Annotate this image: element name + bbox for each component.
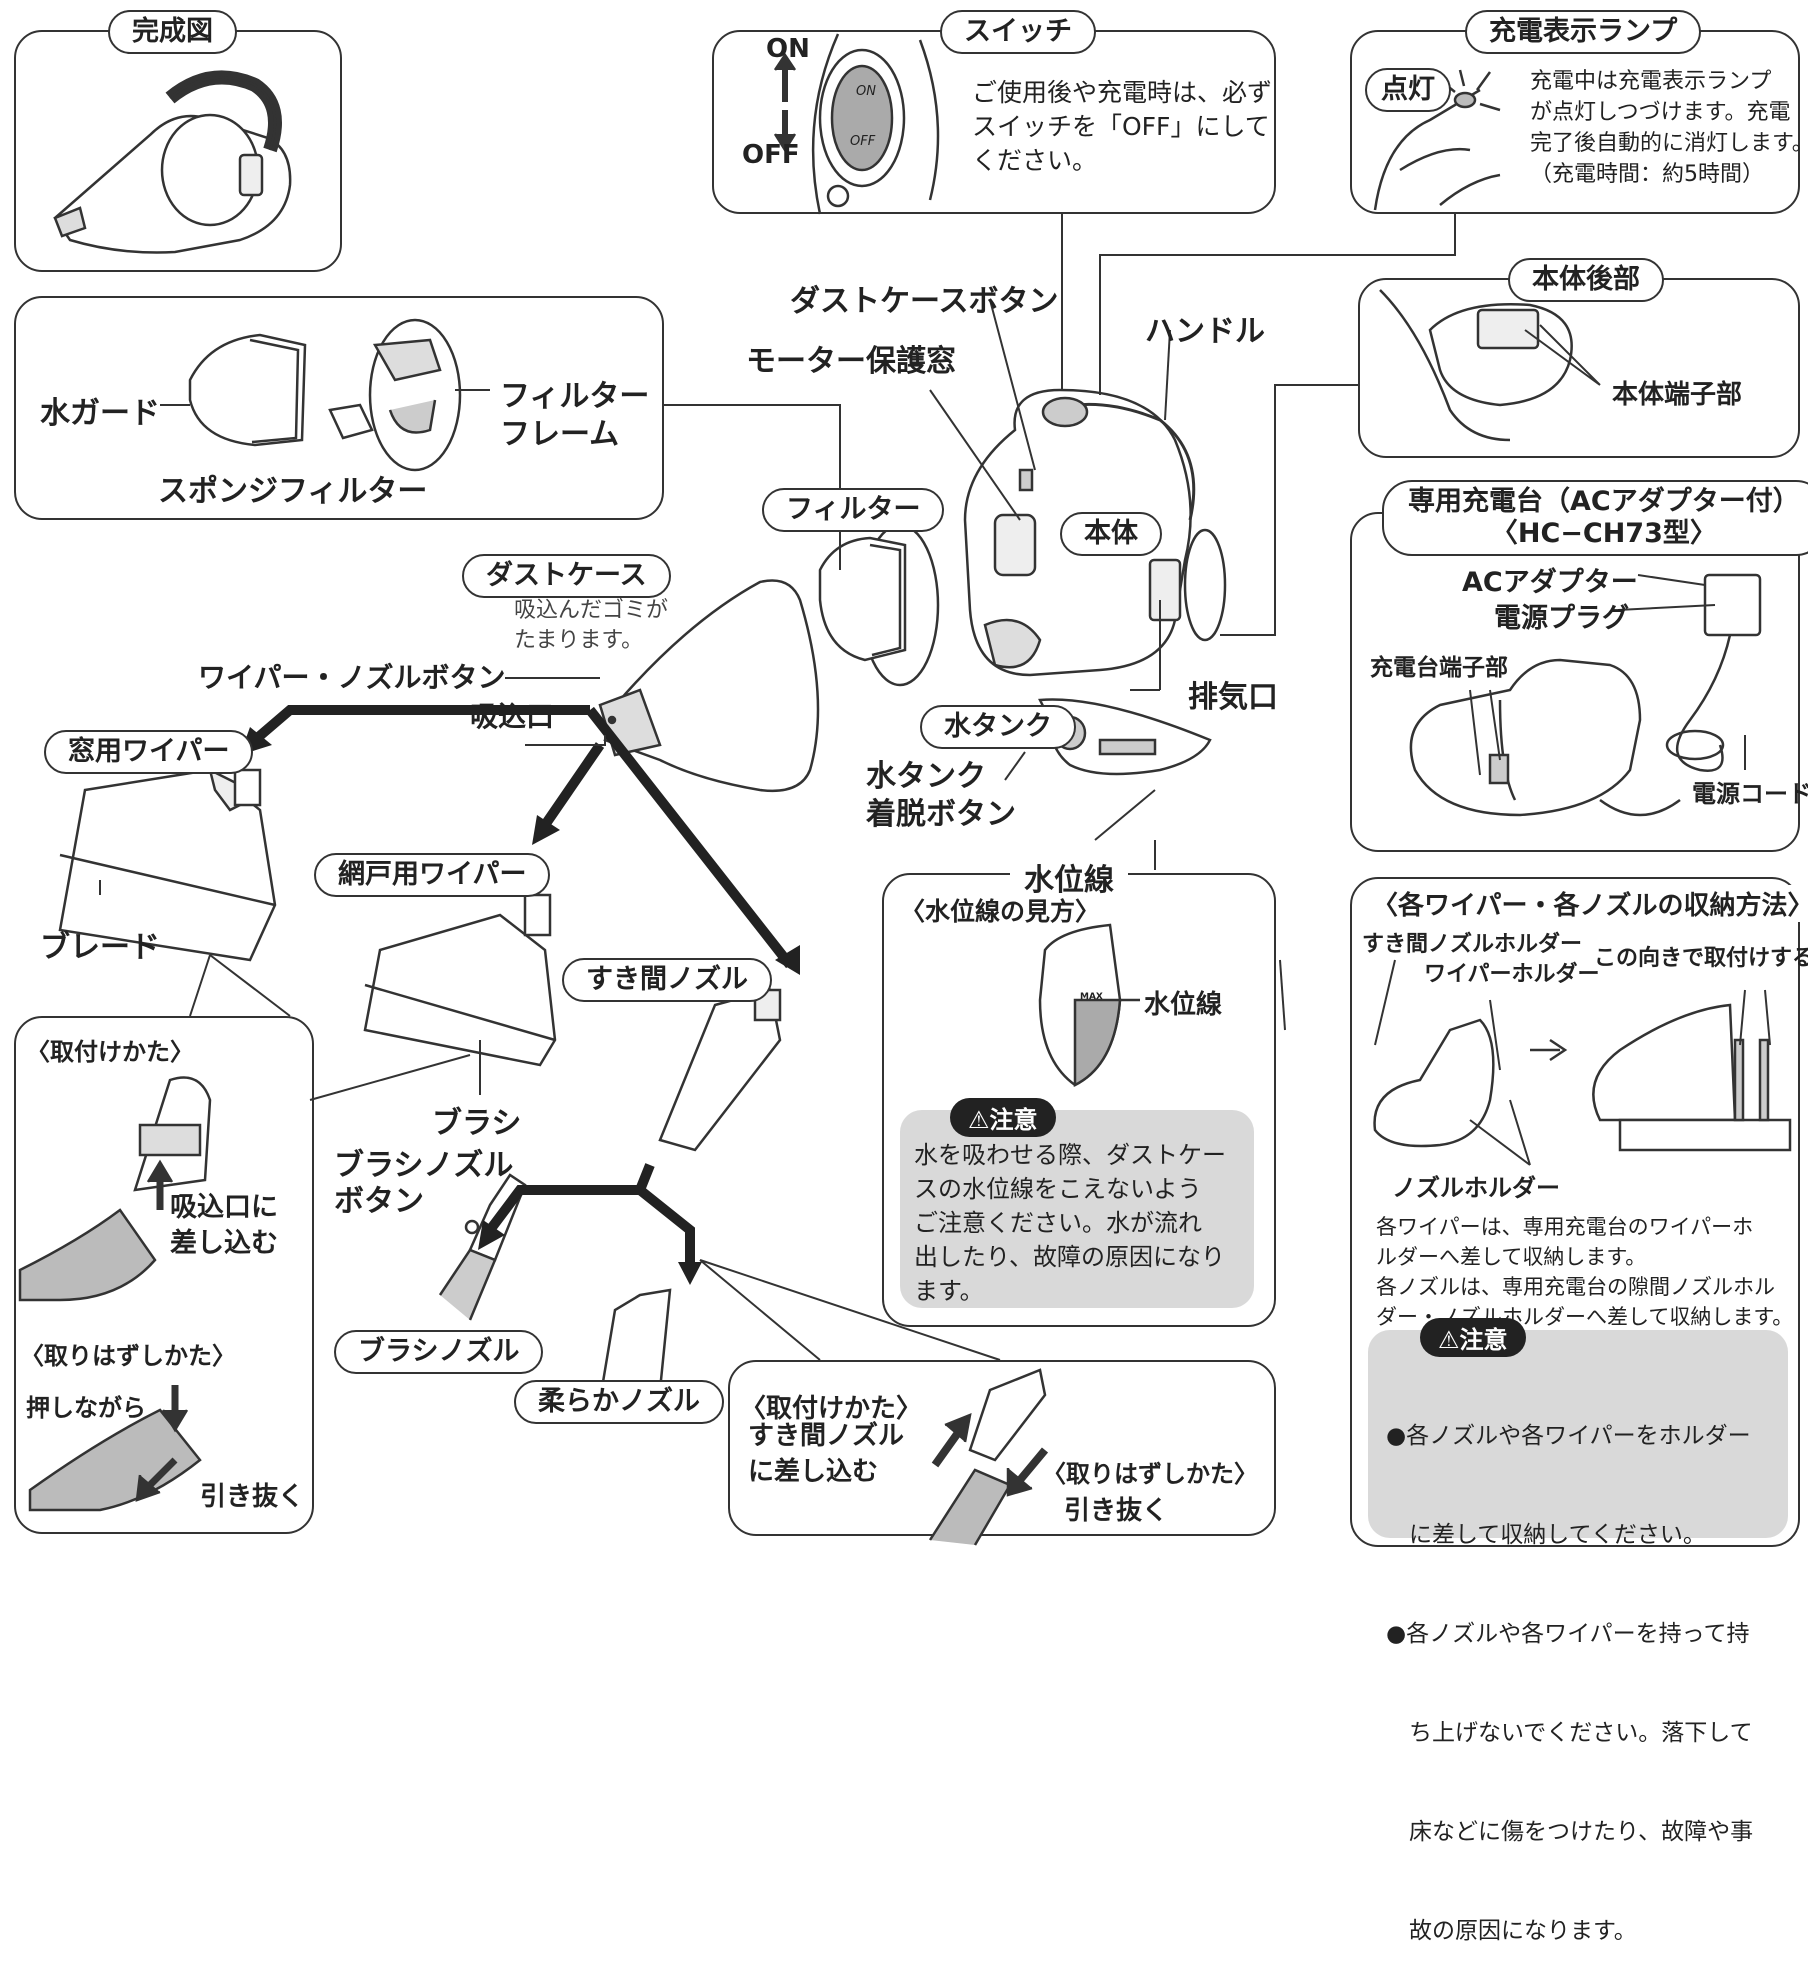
- brush-nozzle-button-label: ブラシノズル ボタン: [334, 1148, 514, 1219]
- water-level-heading: 水位線: [1010, 855, 1128, 899]
- charger-tag-line2: 〈HC−CH73型〉: [1490, 518, 1717, 549]
- nozzle-holder-label: ノズルホルダー: [1392, 1174, 1560, 1202]
- filter-assembly-illustration: [818, 523, 940, 687]
- switch-on-label: ON: [766, 34, 810, 64]
- insert-label: 吸込口に 差し込む: [170, 1192, 278, 1259]
- tag-filter: フィルター: [762, 488, 945, 532]
- water-level-caution-text: 水を吸わせる際、ダストケー スの水位線をこえないよう ご注意ください。水が流れ …: [914, 1141, 1226, 1305]
- switch-description: ご使用後や充電時は、必ず スイッチを「OFF」にして ください。: [972, 78, 1273, 175]
- rear-illustration: [1379, 289, 1573, 442]
- pull-label: 引き抜く: [200, 1482, 305, 1512]
- attach-howto-title: 〈取付けかた〉: [26, 1038, 194, 1066]
- filter-parts-illustration: [188, 318, 462, 472]
- crevice-nozzle-illustration: [658, 988, 782, 1152]
- motor-window-label: モーター保護窓: [746, 344, 956, 379]
- tag-crevice-nozzle: すき間ノズル: [562, 958, 772, 1002]
- callout-wedges: [189, 954, 1001, 1361]
- exhaust-label: 排気口: [1188, 680, 1278, 715]
- dust-case-note: 吸込んだゴミが たまります。: [514, 598, 669, 653]
- storage-title: 〈各ワイパー・各ノズルの収納方法〉: [1372, 885, 1808, 922]
- attach-howto-illustration: [18, 1076, 212, 1512]
- sponge-filter-label: スポンジフィルター: [158, 474, 428, 509]
- handle-label: ハンドル: [1145, 314, 1265, 349]
- water-level-subtitle: 〈水位線の見方〉: [900, 897, 1101, 926]
- charger-terminal-label: 充電台端子部: [1370, 655, 1508, 681]
- remove-howto-title: 〈取りはずしかた〉: [20, 1342, 236, 1370]
- press-label: 押しながら: [26, 1394, 146, 1422]
- nozzle-attach-text: すき間ノズル に差し込む: [748, 1421, 905, 1487]
- nozzle-remove-text: 引き抜く: [1064, 1496, 1169, 1526]
- nozzle-howto-illustration: [928, 1368, 1049, 1546]
- tag-completed: 完成図: [108, 10, 237, 54]
- water-guard-label: 水ガード: [40, 396, 160, 431]
- dust-case-illustration: [598, 579, 820, 793]
- leader-lines: [99, 214, 1771, 1166]
- window-wiper-illustration: [58, 767, 277, 962]
- vacuum-complete-illustration: [53, 70, 292, 254]
- tag-window-wiper: 窓用ワイパー: [44, 730, 254, 774]
- water-level-caution-box: [900, 1110, 1254, 1308]
- max-mark: MAX: [1080, 992, 1103, 1002]
- storage-illustration: [1373, 1003, 1792, 1152]
- body-terminal-label: 本体端子部: [1612, 380, 1743, 410]
- storage-text: 各ワイパーは、専用充電台のワイパーホ ルダーへ差して収納します。 各ノズルは、専…: [1376, 1215, 1794, 1329]
- orientation-label: この向きで取付けする: [1594, 946, 1808, 971]
- nozzle-attach-title: 〈取付けかた〉: [740, 1394, 923, 1424]
- filter-frame-label: フィルター フレーム: [500, 379, 650, 452]
- wiper-nozzle-button-label: ワイパー・ノズルボタン: [198, 661, 506, 694]
- tag-charger: 専用充電台（ACアダプター付） 〈HC−CH73型〉: [1382, 480, 1808, 556]
- water-level-caution-tag: ⚠注意: [950, 1098, 1056, 1137]
- tag-rear: 本体後部: [1508, 258, 1664, 302]
- tag-screen-wiper: 網戸用ワイパー: [314, 853, 551, 897]
- water-level-label: 水位線: [1144, 990, 1223, 1020]
- tag-switch: スイッチ: [940, 10, 1096, 54]
- switch-knob-off: OFF: [850, 134, 876, 149]
- storage-caution-text: ●各ノズルや各ワイパーをホルダー に差して収納してください。 ●各ノズルや各ワイ…: [1386, 1423, 1754, 1944]
- flow-arrows: [251, 705, 794, 1265]
- charger-tag-line1: 専用充電台（ACアダプター付）: [1408, 486, 1800, 517]
- tag-dust-case: ダストケース: [462, 554, 671, 598]
- ac-adapter-label: ACアダプター: [1462, 567, 1638, 598]
- tag-soft-nozzle: 柔らかノズル: [514, 1380, 724, 1424]
- blade-label: ブレード: [40, 930, 160, 965]
- power-plug-label: 電源プラグ: [1494, 603, 1629, 634]
- crevice-holder-label: すき間ノズルホルダー: [1362, 932, 1583, 957]
- charger-illustration: [1409, 573, 1762, 817]
- switch-panel: [712, 30, 1276, 214]
- charge-lamp-description: 充電中は充電表示ランプ が点灯しつづけます。充電 完了後自動的に消灯します。 （…: [1530, 69, 1808, 187]
- water-tank-release-label: 水タンク 着脱ボタン: [866, 759, 1016, 832]
- wiper-holder-label: ワイパーホルダー: [1424, 962, 1600, 987]
- switch-illustration: [773, 33, 940, 215]
- water-level-illustration: [1038, 923, 1140, 1088]
- switch-off-label: OFF: [742, 140, 800, 170]
- tag-water-tank: 水タンク: [920, 705, 1076, 749]
- switch-knob-on: ON: [856, 84, 876, 99]
- dust-case-button-label: ダストケースボタン: [790, 284, 1059, 319]
- intake-label: 吸込口: [470, 700, 555, 733]
- tag-lit: 点灯: [1365, 68, 1451, 112]
- illustrations: [18, 33, 1792, 1546]
- screen-wiper-illustration: [363, 893, 557, 1067]
- power-cord-label: 電源コード: [1692, 780, 1808, 808]
- storage-caution-box: [1368, 1330, 1788, 1538]
- nozzle-remove-title: 〈取りはずしかた〉: [1042, 1460, 1258, 1488]
- tag-body: 本体: [1060, 512, 1162, 556]
- tag-brush-nozzle: ブラシノズル: [334, 1330, 544, 1374]
- tag-charge-lamp: 充電表示ランプ: [1465, 10, 1702, 54]
- storage-caution-tag: ⚠注意: [1420, 1318, 1526, 1357]
- brush-label: ブラシ: [432, 1106, 522, 1141]
